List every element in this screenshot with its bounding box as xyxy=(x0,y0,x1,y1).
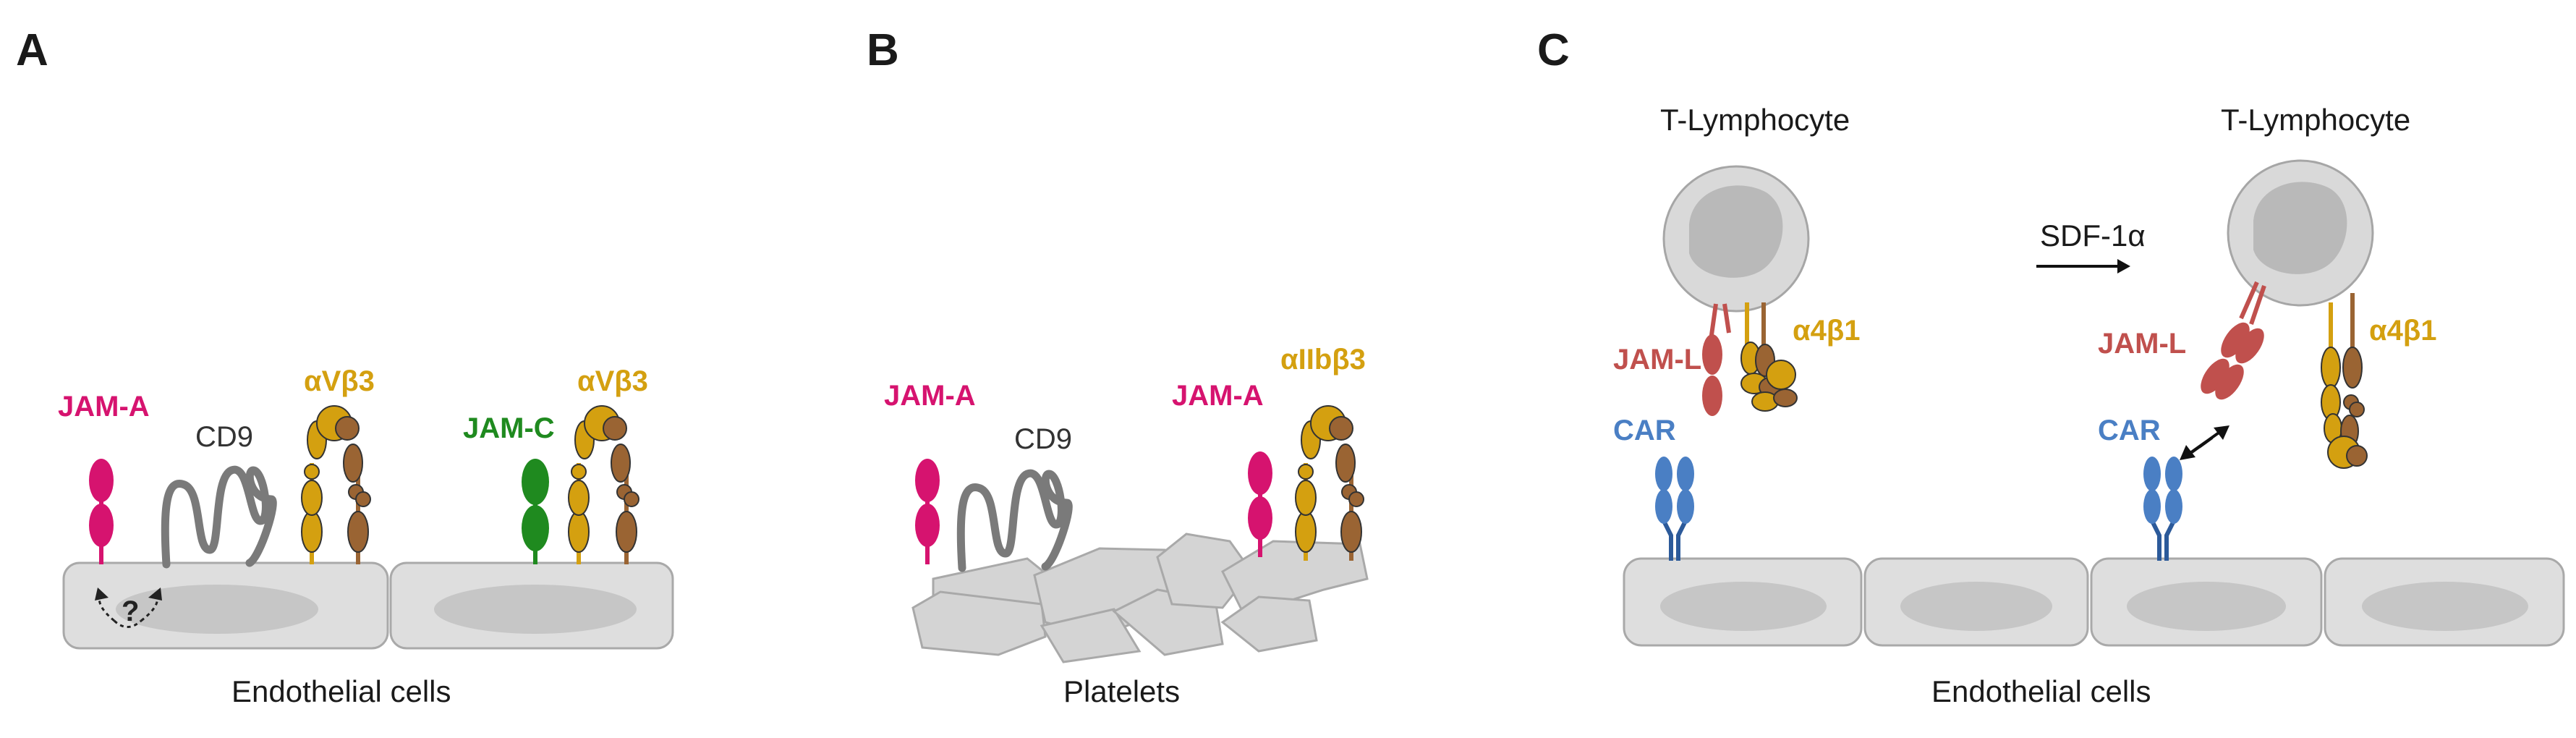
jam-c-protein xyxy=(522,459,549,564)
jam-c-label: JAM-C xyxy=(463,412,555,444)
nucleus xyxy=(2127,582,2286,631)
integrin-avb3-label: αVβ3 xyxy=(304,365,375,397)
panel-c-caption: Endothelial cells xyxy=(1931,674,2151,708)
nucleus xyxy=(2362,582,2528,631)
cd9-label: CD9 xyxy=(195,421,253,453)
lymphocyte-nucleus xyxy=(1689,185,1783,278)
cd9-protein xyxy=(956,469,1073,572)
interaction-arrow-head xyxy=(2180,445,2195,460)
panel-b-letter: B xyxy=(867,25,899,75)
integrin-avb3-label: αVβ3 xyxy=(577,365,648,397)
interaction-arrow-head xyxy=(2214,425,2229,440)
panel-a-caption: Endothelial cells xyxy=(231,674,451,708)
integrin-aiibb3-label: αIIbβ3 xyxy=(1280,344,1366,376)
car-label: CAR xyxy=(1613,415,1676,446)
panel-b-caption: Platelets xyxy=(1063,674,1180,708)
nucleus xyxy=(434,585,637,634)
lymphocyte-nucleus xyxy=(2253,182,2347,274)
panel-a: A JAM-A ? CD9 xyxy=(16,25,674,708)
question-mark: ? xyxy=(122,595,139,627)
jam-a-protein xyxy=(89,459,114,564)
jam-l-protein xyxy=(1702,303,1731,416)
nucleus xyxy=(116,585,318,634)
platelets-cluster xyxy=(911,533,1369,663)
integrin-a4b1-label: α4β1 xyxy=(1793,315,1861,347)
integrin-avb3 xyxy=(301,405,371,564)
car-label: CAR xyxy=(2098,415,2161,446)
stimulus-arrow-head xyxy=(2117,259,2130,273)
cd9-label: CD9 xyxy=(1014,423,1072,455)
integrin-aiibb3 xyxy=(1295,405,1364,561)
integrin-a4b1 xyxy=(2321,293,2368,469)
jam-a-label: JAM-A xyxy=(884,380,976,412)
panel-a-letter: A xyxy=(16,25,48,75)
integrin-a4b1-label: α4β1 xyxy=(2369,315,2437,347)
car-protein xyxy=(1655,457,1694,561)
panel-b: B JAM-A CD9 JAM-A xyxy=(867,25,1369,708)
stimulus-label: SDF-1α xyxy=(2040,219,2146,253)
arrow-head xyxy=(95,588,109,601)
integrin-a4b1 xyxy=(1740,302,1798,412)
arrow-head xyxy=(148,588,162,601)
nucleus xyxy=(1900,582,2052,631)
interaction-arrow-line xyxy=(2187,430,2222,456)
jam-l-label: JAM-L xyxy=(1613,344,1701,376)
lymphocyte-label: T-Lymphocyte xyxy=(1660,103,1850,137)
panel-c: C T-Lymphocyte JAM-L xyxy=(1537,25,2565,708)
jam-a-protein xyxy=(915,459,940,564)
jam-a-label: JAM-A xyxy=(58,391,150,423)
nucleus xyxy=(1660,582,1827,631)
jam-a-label: JAM-A xyxy=(1172,380,1264,412)
car-protein xyxy=(2143,457,2182,561)
integrin-avb3 xyxy=(568,405,639,564)
cd9-protein xyxy=(161,465,277,569)
jam-a-protein xyxy=(1248,451,1272,557)
jam-l-label: JAM-L xyxy=(2098,328,2186,360)
panel-c-letter: C xyxy=(1537,25,1570,75)
jam-l-protein xyxy=(2201,281,2266,400)
lymphocyte-label: T-Lymphocyte xyxy=(2221,103,2410,137)
